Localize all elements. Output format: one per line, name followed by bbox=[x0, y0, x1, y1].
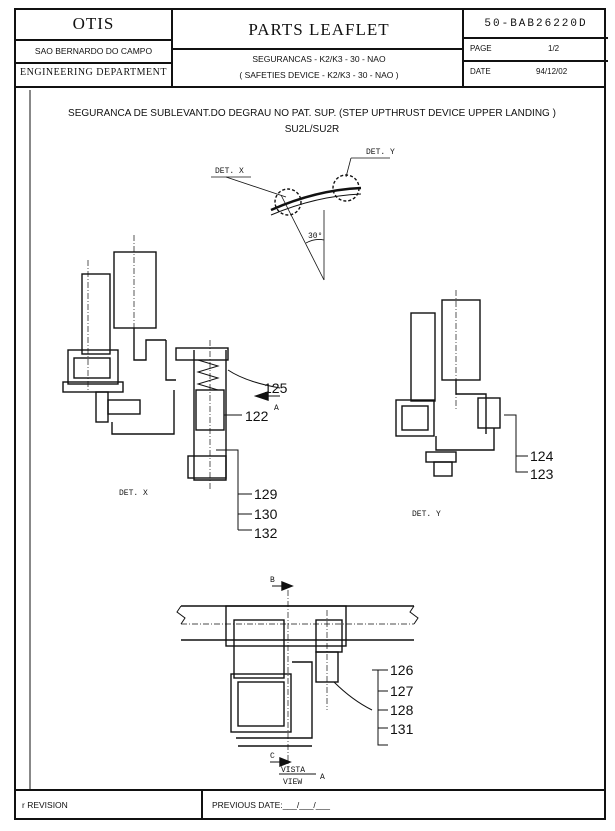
det-x-ref: DET. X bbox=[215, 167, 244, 176]
detail-x-drawing: 125 122 129 130 132 A DET. X bbox=[62, 235, 288, 541]
part-127: 127 bbox=[390, 683, 414, 699]
part-128: 128 bbox=[390, 702, 414, 718]
date-value: 94/12/02 bbox=[536, 67, 568, 76]
date-label: DATE bbox=[470, 67, 491, 76]
revision-label: r REVISION bbox=[22, 800, 68, 810]
part-124: 124 bbox=[530, 448, 554, 464]
page-value: 1/2 bbox=[548, 44, 560, 53]
overview-sketch: DET. X DET. Y 30° bbox=[211, 148, 395, 281]
title-block: OTIS SAO BERNARDO DO CAMPO ENGINEERING D… bbox=[16, 10, 608, 88]
view-a-drawing: 126 127 128 131 B C VISTA VIEW A bbox=[176, 576, 419, 787]
det-y-ref: DET. Y bbox=[366, 148, 395, 157]
detail-y-drawing: 124 123 DET. Y bbox=[395, 290, 554, 519]
footer-block: r REVISION PREVIOUS DATE:___/___/___ bbox=[16, 789, 604, 818]
part-126: 126 bbox=[390, 662, 414, 678]
previous-date: PREVIOUS DATE:___/___/___ bbox=[212, 800, 330, 810]
technical-drawing: DET. X DET. Y 30° bbox=[29, 90, 554, 790]
part-131: 131 bbox=[390, 721, 414, 737]
arrow-b-label: B bbox=[270, 576, 275, 585]
drawing-subtitle: SU2L/SU2R bbox=[284, 124, 340, 135]
company-name: OTIS bbox=[72, 14, 115, 33]
det-y-caption: DET. Y bbox=[412, 510, 441, 519]
part-130: 130 bbox=[254, 506, 278, 522]
part-132: 132 bbox=[254, 525, 278, 541]
page-label: PAGE bbox=[470, 44, 492, 53]
subtitle-pt: SEGURANCAS - K2/K3 - 30 - NAO bbox=[252, 54, 386, 64]
subtitle-en: ( SAFETIES DEVICE - K2/K3 - 30 - NAO ) bbox=[239, 70, 399, 80]
company-city: SAO BERNARDO DO CAMPO bbox=[34, 46, 153, 56]
leaflet-title: PARTS LEAFLET bbox=[248, 20, 390, 39]
document-frame: OTIS SAO BERNARDO DO CAMPO ENGINEERING D… bbox=[14, 8, 608, 820]
part-129: 129 bbox=[254, 486, 278, 502]
view-letter: A bbox=[320, 773, 325, 782]
part-125: 125 bbox=[264, 380, 288, 396]
doc-number: 50-BAB26220D bbox=[484, 18, 588, 30]
angle-label: 30° bbox=[308, 232, 322, 241]
part-123: 123 bbox=[530, 466, 554, 482]
arrow-c-label: C bbox=[270, 752, 275, 761]
arrow-a-label: A bbox=[274, 404, 279, 413]
view-label: VIEW bbox=[283, 778, 302, 787]
part-122: 122 bbox=[245, 408, 269, 424]
vista-label: VISTA bbox=[281, 766, 305, 775]
department: ENGINEERING DEPARTMENT bbox=[20, 67, 167, 78]
det-x-caption: DET. X bbox=[119, 489, 148, 498]
drawing-title: SEGURANCA DE SUBLEVANT.DO DEGRAU NO PAT.… bbox=[68, 108, 556, 119]
